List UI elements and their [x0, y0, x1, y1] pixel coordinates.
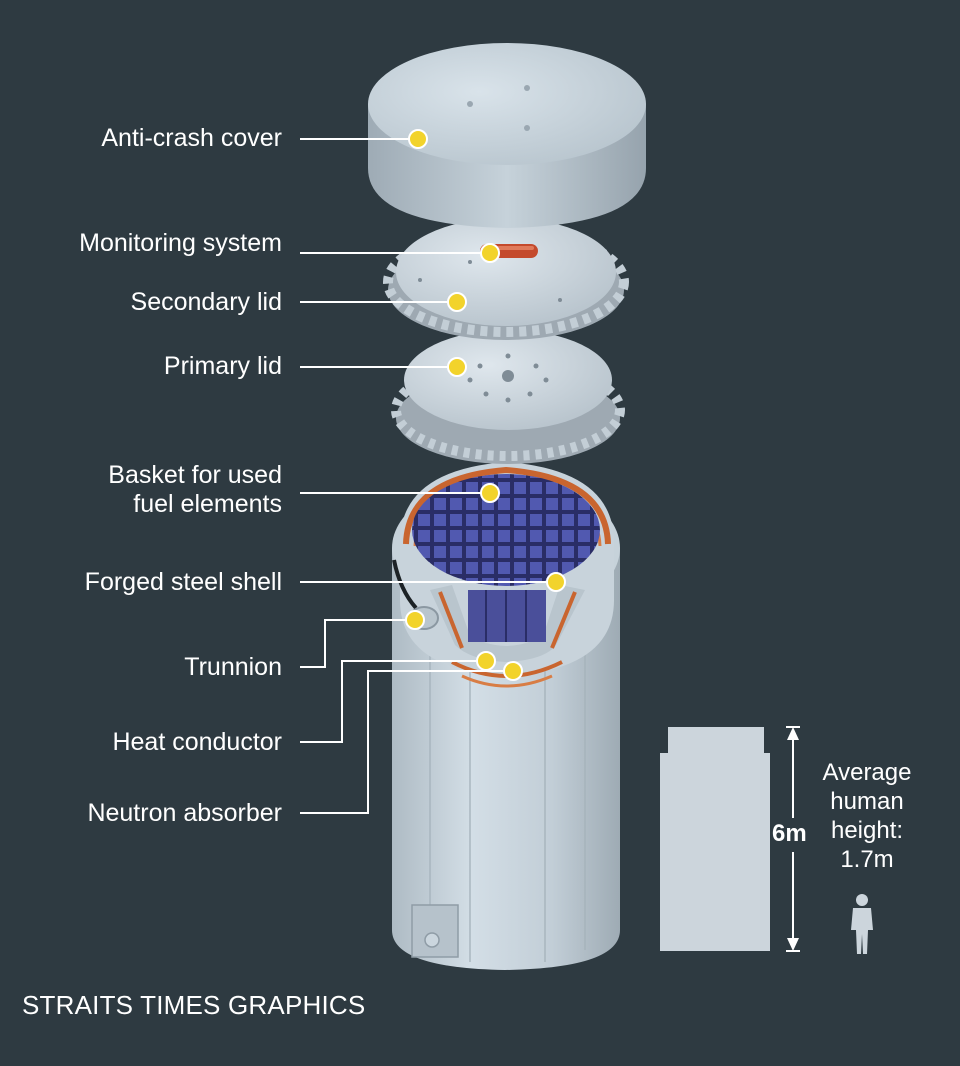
height-arrow — [786, 726, 800, 952]
leader-lines — [300, 138, 556, 814]
scale-cask-cap — [668, 727, 764, 753]
label-basket-line1: Basket for used — [108, 461, 282, 489]
marker-anti-crash-cover — [408, 129, 428, 149]
human-note-line3: height: — [830, 817, 904, 844]
credit-text: STRAITS TIMES GRAPHICS — [22, 990, 366, 1020]
human-height-note: Average human height: 1.7m — [808, 758, 926, 874]
cask-height-label: 6m — [772, 820, 807, 847]
marker-monitoring-system — [480, 243, 500, 263]
marker-trunnion — [405, 610, 425, 630]
human-figure-icon — [851, 894, 873, 954]
label-basket-line2: fuel elements — [133, 490, 282, 518]
secondary-lid-shape — [383, 218, 629, 340]
anti-crash-cover-shape — [368, 43, 646, 228]
marker-secondary-lid — [447, 292, 467, 312]
marker-primary-lid — [447, 357, 467, 377]
scale-comparison — [660, 726, 873, 954]
label-forged-steel-shell: Forged steel shell — [84, 568, 282, 596]
human-note-line2: human — [830, 788, 904, 815]
label-monitoring-system: Monitoring system — [79, 229, 282, 257]
marker-heat-conductor — [476, 651, 496, 671]
marker-neutron-absorber — [503, 661, 523, 681]
drain-valve — [424, 932, 440, 948]
primary-lid-shape — [391, 330, 625, 464]
human-note-line4: 1.7m — [840, 846, 894, 873]
scale-cask-body — [660, 753, 770, 951]
label-trunnion: Trunnion — [184, 653, 282, 681]
marker-basket — [480, 483, 500, 503]
cask-body — [392, 462, 620, 970]
marker-forged-steel-shell — [546, 572, 566, 592]
fuel-basket-grid — [412, 474, 600, 586]
human-note-line1: Average — [822, 759, 912, 786]
label-basket: Basket for used fuel elements — [0, 461, 282, 519]
label-anti-crash-cover: Anti-crash cover — [101, 124, 282, 152]
label-neutron-absorber: Neutron absorber — [87, 799, 282, 827]
label-secondary-lid: Secondary lid — [130, 288, 282, 316]
label-heat-conductor: Heat conductor — [112, 728, 282, 756]
label-primary-lid: Primary lid — [163, 352, 282, 380]
